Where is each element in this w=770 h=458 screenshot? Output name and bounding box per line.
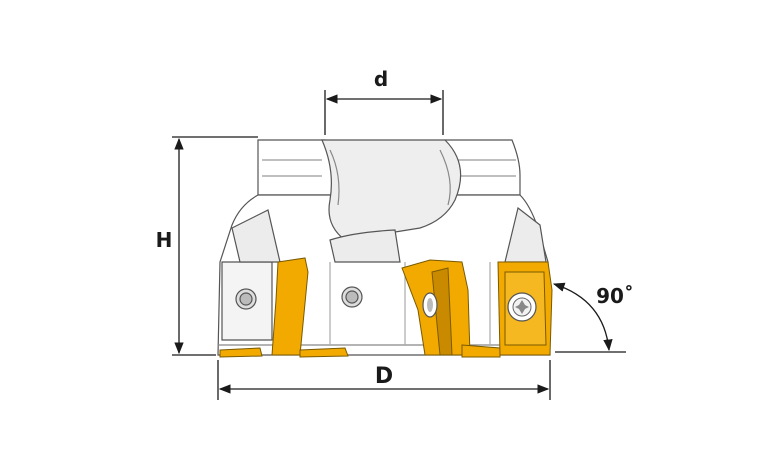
torx-screw-icon: [507, 292, 537, 322]
label-entering-angle: 90˚: [596, 284, 634, 308]
dimension-lines: [172, 90, 626, 400]
label-bore-diameter: d: [374, 67, 388, 91]
clamp-screw-icon: [422, 292, 438, 318]
insert-left: [219, 257, 349, 358]
label-cutting-diameter: D: [375, 364, 393, 389]
label-height: H: [156, 228, 173, 252]
clamp-screw-icon: [341, 286, 363, 308]
clamp-screw-icon: [235, 288, 257, 310]
